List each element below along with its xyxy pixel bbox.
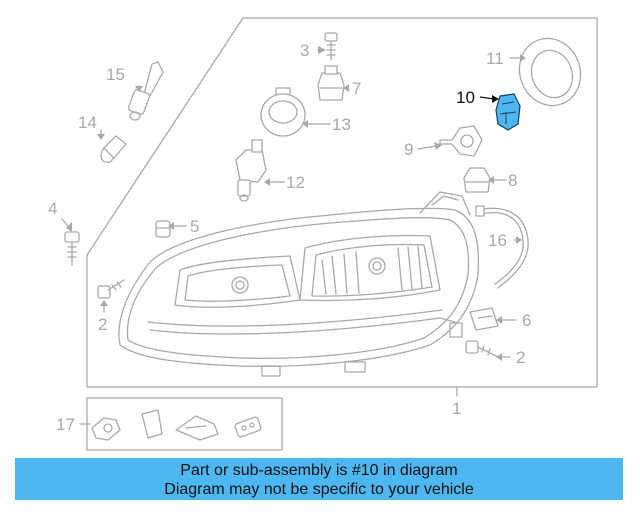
callout-9: 9 [404,140,413,159]
callout-labels: 3 7 13 15 14 12 5 4 2 2 6 16 8 9 11 10 1… [48,41,531,434]
part-10-highlighted-clip [495,93,521,131]
banner-line-2: Diagram may not be specific to your vehi… [164,481,474,498]
callout-10-highlighted: 10 [456,88,475,107]
callout-1: 1 [452,399,461,418]
callout-15: 15 [106,65,125,84]
assembly-frame [86,17,598,388]
part-16-harness [475,205,529,289]
leader-lines [61,46,526,425]
callout-13: 13 [332,115,351,134]
callout-7: 7 [352,79,361,98]
callout-3: 3 [300,41,309,60]
callout-2-left: 2 [98,315,107,334]
part-5-grommet [155,220,171,238]
parts-diagram: 3 7 13 15 14 12 5 4 2 2 6 16 8 9 11 10 1… [48,17,598,451]
part-2-bolt-right [465,340,499,358]
part-3-screw [324,32,338,61]
part-2-bolt-left [97,279,125,299]
callout-8: 8 [508,171,517,190]
part-17-kit-items [91,409,262,441]
callout-12: 12 [286,173,305,192]
part-6-bracket [469,307,499,331]
callout-6: 6 [522,311,531,330]
callout-17: 17 [56,415,75,434]
callout-2-right: 2 [516,348,525,367]
part-14-bulb [100,135,127,163]
callout-14: 14 [78,113,97,132]
headlamp-housing [118,191,480,377]
part-4-bolt [64,231,80,266]
info-banner: Part or sub-assembly is #10 in diagram D… [15,458,623,500]
part-7-clip [317,65,345,101]
part-11-cover [518,37,582,107]
callout-11: 11 [486,49,504,68]
part-15-socket [127,61,164,121]
callout-16: 16 [488,231,507,250]
part-13-cap [260,87,306,137]
callout-4: 4 [48,199,57,218]
part-8-socket [463,167,491,193]
part-12-bulb [235,139,267,202]
callout-5: 5 [190,217,199,236]
banner-line-1: Part or sub-assembly is #10 in diagram [180,462,458,479]
part-9-bulb [439,125,483,157]
